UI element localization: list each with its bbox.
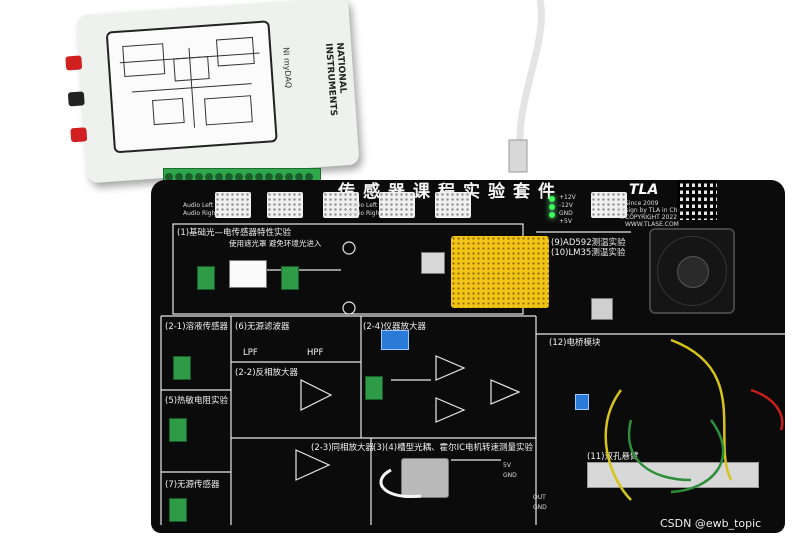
section-1-sub-label: 使用遮光罩 避免环境光进入	[229, 239, 322, 248]
brand-site: WWW.TLASE.COM	[625, 221, 679, 228]
section-3-4-label: (3)(4)槽型光耦、霍尔IC电机转速测量实验	[373, 443, 534, 453]
section-1-label: (1)基础光—电传感器特性实验	[177, 228, 292, 238]
power-led-1	[549, 196, 555, 202]
light-shield	[229, 260, 267, 288]
breadboard[interactable]	[451, 236, 549, 308]
label-gnd-2: GND	[533, 504, 547, 511]
lpf-label: LPF	[243, 348, 258, 358]
brand-since: Since 2009	[625, 200, 659, 207]
label-5v: 5V	[503, 462, 511, 469]
power-label-2: -12V	[559, 202, 573, 209]
label-out: OUT	[533, 494, 546, 501]
terminal-block-4[interactable]	[169, 418, 187, 442]
section-6-label: (6)无源滤波器	[235, 322, 290, 332]
sensor-module-4	[379, 192, 415, 218]
trim-pot[interactable]	[591, 298, 613, 320]
audio-label-3: Audio Left	[347, 202, 378, 209]
qr-code	[677, 180, 717, 220]
power-label-1: +12V	[559, 194, 576, 201]
brand-logo: TLA	[629, 182, 659, 198]
terminal-block-5[interactable]	[365, 376, 383, 400]
black-jack[interactable]	[67, 91, 85, 107]
audio-label-2: Audio Right	[183, 210, 218, 217]
terminal-block-6[interactable]	[169, 498, 187, 522]
section-2-3-label: (2-3)同相放大器	[311, 443, 375, 453]
section-7-label: (7)无源传感器	[165, 480, 220, 490]
terminal-block-1[interactable]	[197, 266, 215, 290]
experiment-board: 传感器课程实验套件 Audio Left Audio Right Audio L…	[151, 180, 785, 533]
red-jack-2[interactable]	[70, 127, 88, 143]
sensor-module-1	[215, 192, 251, 218]
power-label-3: GND	[559, 210, 573, 217]
section-12-label: (12)电桥模块	[549, 338, 601, 348]
dip-switch[interactable]	[381, 330, 409, 350]
potentiometer[interactable]	[421, 252, 445, 274]
transformer	[401, 458, 449, 498]
cooling-fan	[649, 228, 735, 314]
hpf-label: HPF	[307, 348, 324, 358]
power-led-2	[549, 204, 555, 210]
sensor-module-6	[591, 192, 627, 218]
section-10-label: (10)LM35测温实验	[551, 248, 626, 258]
daq-schematic-panel	[105, 20, 278, 154]
section-11-label: (11)双孔悬臂	[587, 452, 639, 462]
audio-label-1: Audio Left	[183, 202, 214, 209]
sensor-module-2	[267, 192, 303, 218]
label-gnd: GND	[503, 472, 517, 479]
brand-design: Design by TLA in China	[617, 207, 687, 214]
terminal-block-2[interactable]	[281, 266, 299, 290]
sensor-module-3	[323, 192, 359, 218]
jumper-wires	[379, 338, 784, 501]
section-5-label: (5)热敏电阻实验	[165, 396, 229, 406]
audio-label-4: Audio Right	[347, 210, 382, 217]
section-2-2-label: (2-2)反相放大器	[235, 368, 299, 378]
section-2-1-label: (2-1)溶液传感器	[165, 322, 229, 332]
red-jack[interactable]	[65, 55, 83, 71]
daq-device: NATIONAL INSTRUMENTS NI myDAQ	[65, 0, 360, 184]
sensor-module-5	[435, 192, 471, 218]
power-label-4: +5V	[559, 218, 572, 225]
power-led-3	[549, 212, 555, 218]
terminal-block-3[interactable]	[173, 356, 191, 380]
brand-copyright: ©COPYRIGHT 2022	[619, 214, 678, 221]
watermark-text: CSDN @ewb_topic	[660, 517, 762, 530]
section-2-4-label: (2-4)仪器放大器	[363, 322, 427, 332]
section-9-label: (9)AD592测温实验	[551, 238, 626, 248]
trim-pot-blue[interactable]	[575, 394, 589, 410]
